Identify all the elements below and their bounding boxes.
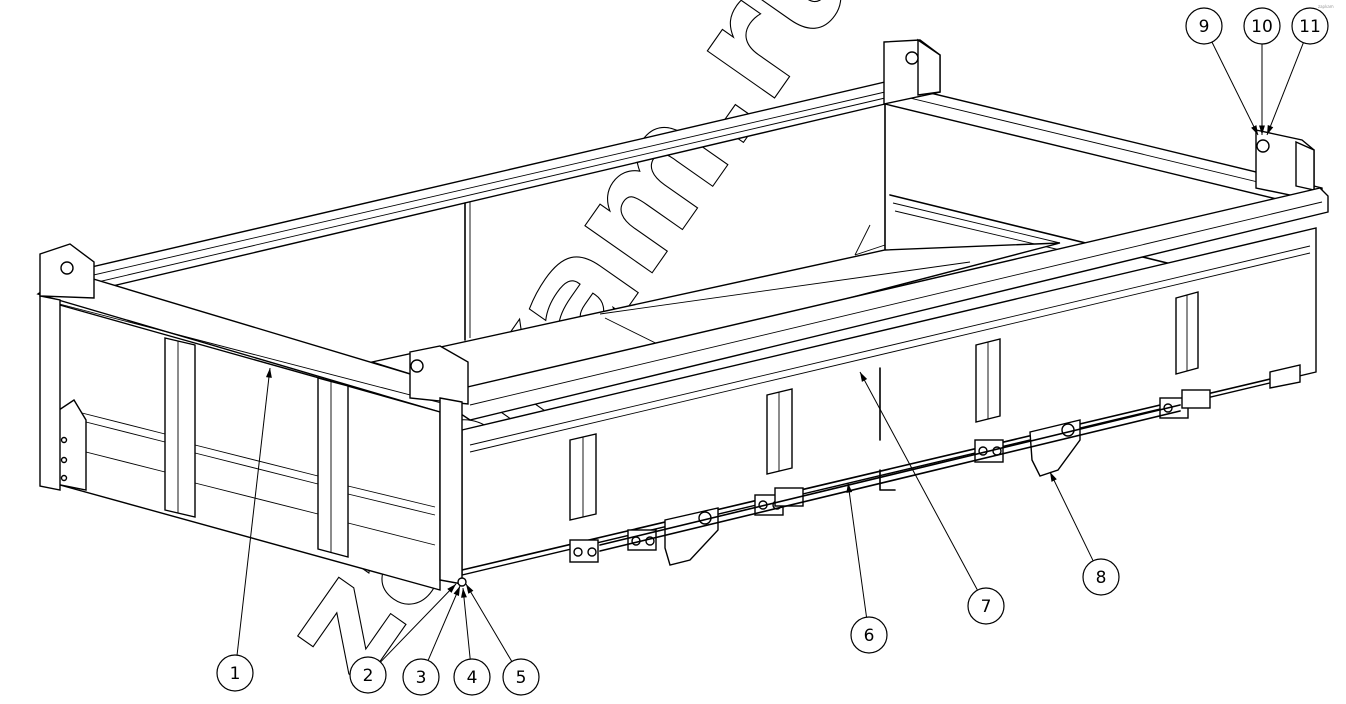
leader-line-7 [859, 371, 978, 591]
arrow-head-4 [461, 588, 467, 598]
rear-left-corner-post [39, 243, 95, 491]
callout-label-5: 5 [516, 668, 527, 688]
arrow-head-6 [846, 483, 853, 493]
callout-circle-5 [502, 658, 540, 696]
leader-line-2 [380, 583, 457, 663]
callout-label-8: 8 [1096, 568, 1107, 588]
near-corner-post [409, 345, 469, 587]
callout-circle-3 [402, 658, 440, 696]
callout-label-7: 7 [981, 597, 992, 617]
callout-label-4: 4 [467, 668, 478, 688]
arrow-head-1 [265, 368, 272, 378]
far-corner-post [883, 38, 941, 105]
callout-5: 5 [502, 658, 540, 696]
leader-lines [236, 41, 1304, 663]
leader-line-6 [847, 482, 868, 618]
callout-8: 8 [1082, 558, 1120, 596]
lever-2 [1029, 419, 1081, 477]
callout-circle-9 [1185, 7, 1223, 45]
callout-7: 7 [967, 587, 1005, 625]
corner-mark: zapkam [1318, 4, 1334, 9]
callout-1: 1 [216, 654, 254, 692]
callout-circle-1 [216, 654, 254, 692]
leader-line-5 [465, 583, 513, 662]
leader-line-1 [236, 367, 271, 656]
callout-circle-11 [1291, 7, 1329, 45]
callout-circle-2 [349, 656, 387, 694]
callout-label-6: 6 [864, 626, 875, 646]
callout-4: 4 [453, 658, 491, 696]
arrow-head-8 [1050, 472, 1057, 482]
callout-circle-8 [1082, 558, 1120, 596]
near-side-wall [444, 187, 1329, 576]
callout-label-2: 2 [363, 666, 374, 686]
callouts: 1 2 3 4 5 6 7 8 9 10 11 [216, 7, 1329, 696]
leader-line-4 [462, 587, 471, 660]
lock-7 [1181, 389, 1211, 409]
callout-circle-6 [850, 616, 888, 654]
callout-label-10: 10 [1251, 17, 1273, 37]
callout-label-11: 11 [1299, 17, 1321, 37]
callout-2: 2 [349, 656, 387, 694]
arrow-head-7 [860, 372, 868, 382]
callout-10: 10 [1243, 7, 1281, 45]
arrow-head-5 [466, 584, 474, 594]
lock-1 [569, 539, 599, 563]
callout-3: 3 [402, 658, 440, 696]
callout-circle-10 [1243, 7, 1281, 45]
callout-label-3: 3 [416, 668, 427, 688]
tailgate [36, 271, 472, 591]
callout-11: 11 [1291, 7, 1329, 45]
leader-line-8 [1049, 471, 1094, 562]
leader-line-3 [427, 585, 461, 661]
arrow-head-11 [1267, 125, 1274, 135]
arrow-head-9 [1251, 125, 1258, 135]
arrow-head-3 [453, 586, 460, 596]
callout-circle-4 [453, 658, 491, 696]
callout-6: 6 [850, 616, 888, 654]
leader-line-9 [1211, 41, 1259, 136]
callout-label-9: 9 [1199, 17, 1210, 37]
arrow-head-10 [1259, 125, 1265, 135]
callout-label-1: 1 [230, 664, 241, 684]
side-locks [569, 364, 1301, 566]
arrow-head-2 [447, 584, 456, 593]
callout-9: 9 [1185, 7, 1223, 45]
leader-line-11 [1266, 42, 1304, 136]
callout-circle-7 [967, 587, 1005, 625]
